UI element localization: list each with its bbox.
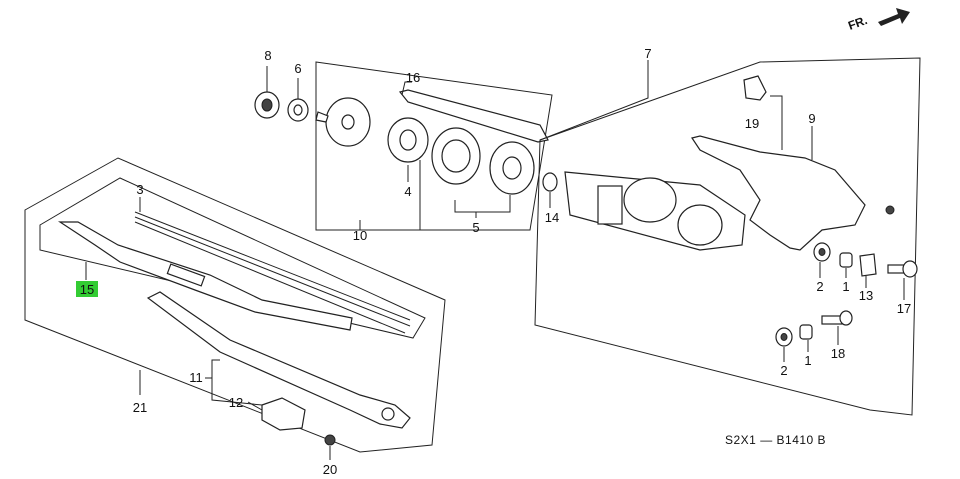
front-direction-indicator: FR. [846,8,910,33]
callout-9: 9 [808,111,815,126]
callout-3: 3 [136,182,143,197]
callout-5: 5 [472,220,479,235]
diagram-code: S2X1 — B1410 B [725,433,826,447]
callout-1-lower: 1 [804,353,811,368]
bushing-2-upper [813,242,831,262]
callout-4: 4 [404,184,411,199]
rubber-mount [315,97,371,147]
bracket-bolt [885,205,895,215]
wiper-blade-subgroup-outline [39,177,426,339]
wiper-arm [146,291,411,429]
bolt-18 [821,310,853,326]
callout-16: 16 [406,70,420,85]
callout-2-lower: 2 [780,363,787,378]
arm-pivot [381,407,395,421]
callout-7: 7 [644,46,651,61]
callout-13: 13 [859,288,873,303]
callout-labels: 8 6 16 7 19 9 4 14 5 10 3 2 1 13 17 1 18… [76,46,911,477]
callout-21: 21 [133,400,147,415]
grommet-set-5 [431,127,535,195]
callout-6: 6 [294,61,301,76]
callout-15[interactable]: 15 [80,282,94,297]
motor-mount-group-outline [315,61,553,231]
bushing-2-lower [775,327,793,347]
wiper-arm-cap [261,397,306,431]
wiper-motor [564,171,746,251]
arm-nut [324,434,336,446]
seal-strip [398,89,549,143]
clip-13 [859,253,877,277]
grommet-8 [254,91,280,119]
callout-10: 10 [353,228,367,243]
callout-18: 18 [831,346,845,361]
direction-label: FR. [846,13,869,33]
bolt-17 [887,260,918,278]
wiper-blade-frame [57,221,353,331]
callout-8: 8 [264,48,271,63]
motor-group-outline [534,57,921,416]
callout-14: 14 [545,210,559,225]
wiper-blade-group-outline [24,157,446,453]
collar-1-lower [799,324,813,340]
callout-15-highlight[interactable] [76,281,98,297]
callout-11: 11 [189,370,203,385]
o-ring [542,172,558,192]
leader-lines [85,60,905,460]
callout-19: 19 [745,116,759,131]
blade-clip [166,263,206,287]
callout-2-upper: 2 [816,279,823,294]
callout-17: 17 [897,301,911,316]
collar-1-upper [839,252,853,268]
motor-bracket [691,135,866,251]
connector [743,75,767,101]
bushing-6 [287,98,309,122]
callout-20: 20 [323,462,337,477]
spacer-4 [387,117,429,163]
front-arrow-icon [878,8,910,26]
callout-1-upper: 1 [842,279,849,294]
wiper-blade-rubber [134,211,411,334]
callout-12: 12 [229,395,243,410]
